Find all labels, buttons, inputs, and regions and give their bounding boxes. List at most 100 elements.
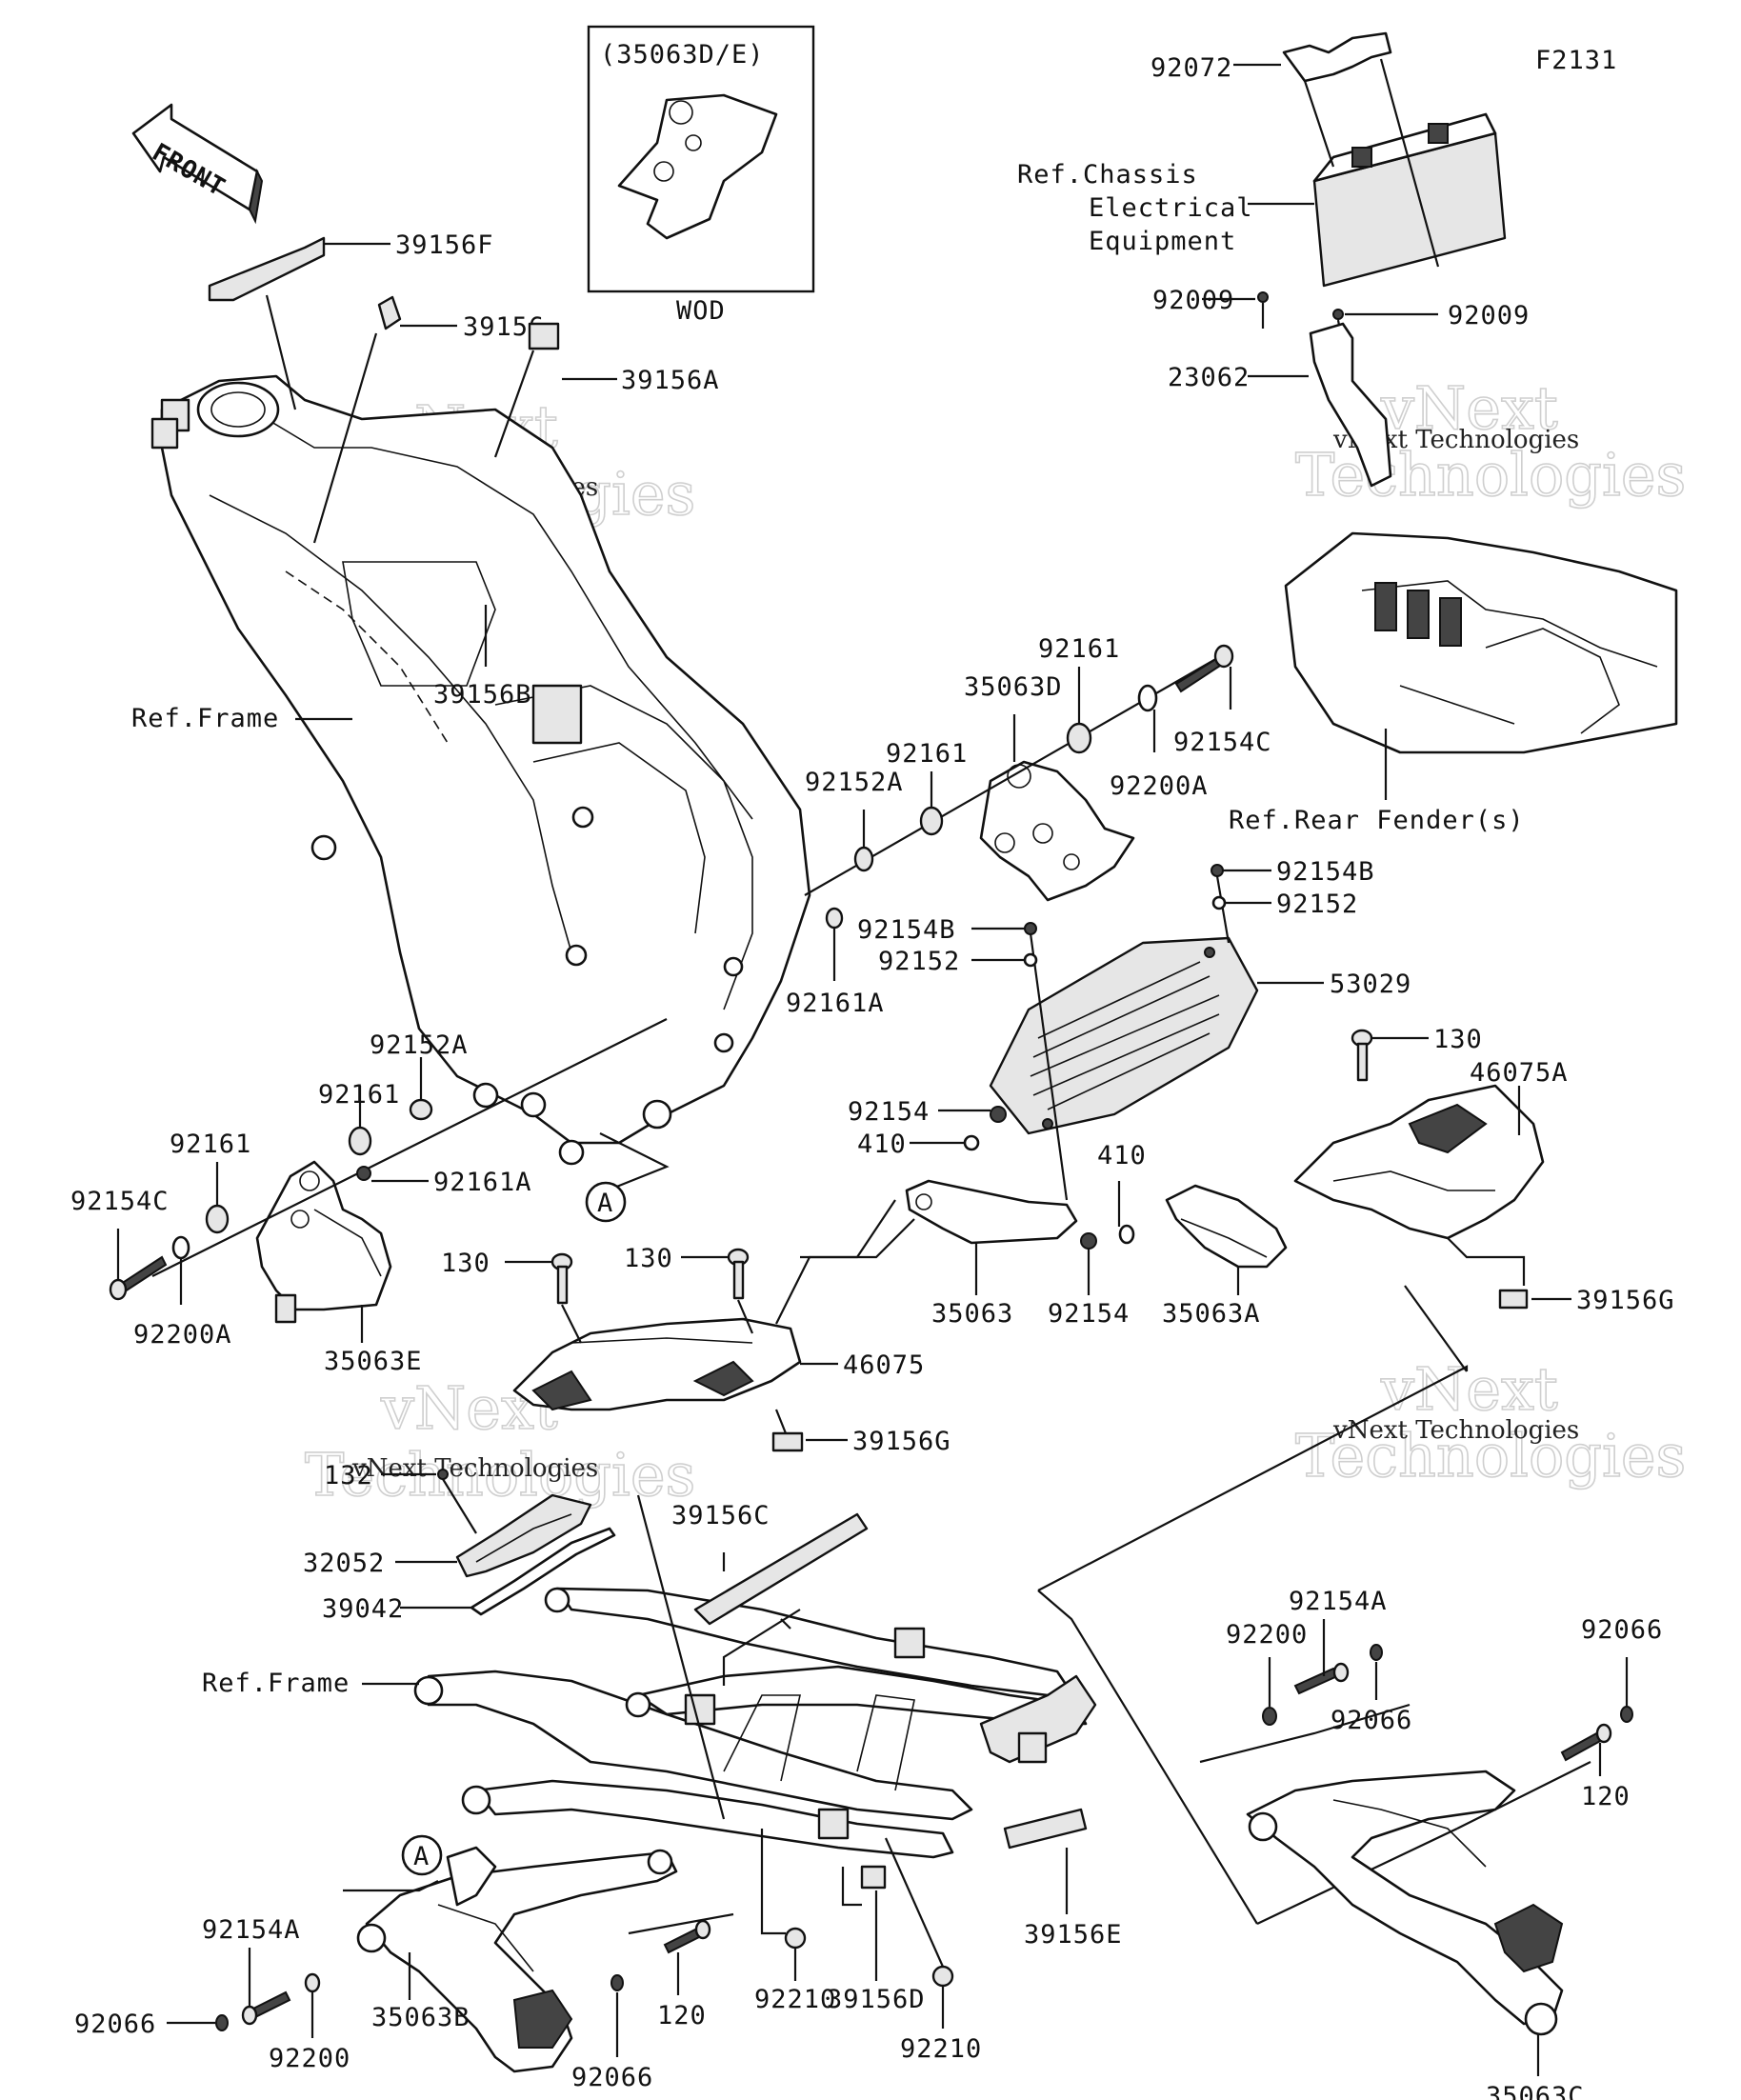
label-92152A-left: 92152A: [370, 1030, 469, 1060]
label-410-left: 410: [857, 1130, 907, 1159]
label-92161A-right: 92161A: [786, 989, 885, 1018]
label-92066-right2: 92066: [1581, 1615, 1663, 1645]
label-92154B-top: 92154B: [1276, 857, 1375, 887]
callout-a-upper: A: [585, 1132, 670, 1223]
label-132: 132: [324, 1461, 373, 1490]
part-120-left: 120: [657, 1919, 711, 2030]
label-39156F: 39156F: [395, 230, 494, 260]
part-39156C: 39156C: [671, 1501, 869, 1626]
label-92072: 92072: [1151, 53, 1232, 83]
battery: [1312, 112, 1507, 288]
label-92154-top: 92154: [848, 1097, 930, 1127]
label-120-right: 120: [1581, 1782, 1631, 1811]
part-39156E: 39156E: [1003, 1808, 1122, 1950]
part-92154C-left: 92154C: [70, 1187, 170, 1301]
part-92200A-left: 92200A: [133, 1235, 231, 1350]
part-39156F: 39156F: [208, 230, 494, 410]
figure-code: F2131: [1535, 46, 1617, 75]
label-46075A: 46075A: [1470, 1058, 1569, 1088]
label-35063: 35063: [931, 1299, 1013, 1329]
part-53029: 53029: [989, 936, 1411, 1135]
part-23062: 23062: [1168, 322, 1392, 488]
rear-fender: Ref.Rear Fender(s): [1229, 531, 1678, 835]
svg-text:vNext: vNext: [1380, 373, 1558, 443]
part-120-right: 120: [1560, 1723, 1631, 1811]
ref-chassis-line2: Electrical: [1089, 193, 1253, 223]
label-92161A-left: 92161A: [433, 1168, 532, 1197]
part-39156G-left: 39156G: [771, 1409, 951, 1456]
part-92072: 92072: [1151, 31, 1440, 268]
label-130-right: 130: [1433, 1025, 1483, 1054]
part-39042: 39042: [322, 1527, 616, 1624]
part-92154C-right: 92154C: [1173, 644, 1271, 757]
part-92152-top: 92152: [1211, 890, 1358, 919]
label-35063C: 35063C: [1486, 2082, 1585, 2100]
part-92210-right: 92210: [884, 1837, 981, 2064]
label-92152-top: 92152: [1276, 890, 1358, 919]
part-46075: 46075: [512, 1317, 925, 1411]
label-39156G-left: 39156G: [852, 1427, 951, 1456]
part-92161A-right: 92161A: [786, 907, 885, 1018]
label-92154A-right: 92154A: [1289, 1587, 1388, 1616]
part-92200-right: 92200: [1226, 1620, 1307, 1726]
part-410-left: 410: [857, 1130, 980, 1159]
label-92210-left: 92210: [754, 1985, 836, 2014]
part-92154A-right: 92154A: [1289, 1587, 1388, 1695]
ref-frame-upper-label: Ref.Frame: [131, 704, 279, 733]
svg-text:A: A: [597, 1189, 613, 1218]
part-92066-left1: 92066: [74, 2010, 229, 2039]
part-92152A-right: 92152A: [805, 768, 904, 872]
part-35063A: 35063A: [1162, 1184, 1288, 1329]
part-92009-left: 92009: [1152, 286, 1269, 329]
part-35063B: 35063B: [356, 1846, 678, 2073]
label-46075: 46075: [843, 1350, 925, 1380]
label-410-right: 410: [1097, 1141, 1147, 1170]
label-92154C-left: 92154C: [70, 1187, 170, 1216]
part-92066-right1: 92066: [1331, 1644, 1412, 1735]
part-92154B-mid: 92154B: [857, 915, 1069, 1201]
label-92154-bottom: 92154: [1048, 1299, 1130, 1329]
inset-footer: WOD: [676, 296, 726, 326]
label-39156G-right: 39156G: [1576, 1286, 1675, 1315]
label-53029: 53029: [1330, 970, 1411, 999]
label-92152A-right: 92152A: [805, 768, 904, 797]
part-130-left2: 130: [624, 1244, 754, 1334]
svg-text:vNext: vNext: [1380, 1354, 1558, 1424]
part-92161A-left: 92161A: [356, 1166, 532, 1197]
label-92066-left2: 92066: [571, 2063, 653, 2092]
part-39156D: 39156D: [827, 1865, 925, 2014]
part-46075A: 46075A: [1293, 1058, 1569, 1240]
label-92161-left2: 92161: [170, 1130, 251, 1159]
part-92210-left: 92210: [754, 1829, 836, 2014]
svg-text:vNext Technologies: vNext Technologies: [1332, 1416, 1579, 1445]
part-92200-left: 92200: [269, 1972, 350, 2073]
part-410-right: 410: [1097, 1141, 1147, 1245]
label-92066-right1: 92066: [1331, 1706, 1412, 1735]
part-39156G-right: 39156G: [1447, 1237, 1675, 1315]
part-92066-left2: 92066: [571, 1974, 653, 2092]
part-35063C: 35063C: [1246, 1770, 1585, 2100]
ref-frame-lower-label: Ref.Frame: [202, 1669, 350, 1698]
label-35063D: 35063D: [964, 672, 1063, 702]
ref-rear-fender-label: Ref.Rear Fender(s): [1229, 806, 1525, 835]
watermark-bottom-right: vNext Technologies vNext Technologies: [1294, 1353, 1687, 1491]
svg-text:vNext Technologies: vNext Technologies: [351, 1454, 598, 1483]
label-130-left2: 130: [624, 1244, 673, 1273]
part-92066-right2: 92066: [1581, 1615, 1663, 1723]
part-92154-top: 92154: [848, 1097, 1007, 1127]
label-92152-mid: 92152: [878, 947, 960, 976]
label-92161-mid: 92161: [886, 739, 968, 769]
label-92161-left1: 92161: [318, 1080, 400, 1110]
label-130-left1: 130: [441, 1249, 490, 1278]
part-35063D: 35063D: [964, 672, 1135, 902]
label-32052: 32052: [303, 1549, 385, 1578]
label-92066-left1: 92066: [74, 2010, 156, 2039]
label-92009-right: 92009: [1448, 301, 1530, 330]
part-92154B-top: 92154B: [1211, 857, 1375, 944]
part-130-right: 130: [1351, 1025, 1483, 1082]
part-39156A: 39156A: [493, 322, 719, 458]
svg-text:Technologies: Technologies: [1295, 1421, 1686, 1490]
label-23062: 23062: [1168, 363, 1250, 392]
callout-a-lower: A: [343, 1834, 443, 1892]
